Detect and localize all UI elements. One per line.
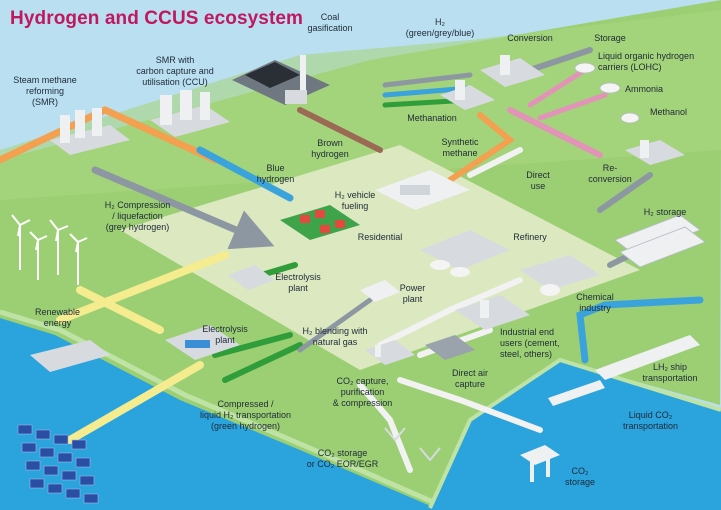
flow-green-transport <box>222 342 303 383</box>
offshore-platform-icon <box>520 445 560 482</box>
label-power-plant: Power plant <box>399 283 426 304</box>
ship-co2-icon <box>548 380 605 406</box>
smr-plant-icon <box>50 108 130 155</box>
power-plant-icon <box>360 280 400 302</box>
flow-synthetic-orange <box>447 112 516 183</box>
electrolysis-plant-bottom-icon <box>165 325 240 360</box>
conversion-plant-icon <box>480 55 545 87</box>
flow-yellow-renewable-1 <box>56 251 229 324</box>
label-electrolysis-plant-top: Electrolysis plant <box>275 272 321 293</box>
reconversion-plant-icon <box>625 140 685 165</box>
label-direct-use: Direct use <box>526 170 550 191</box>
solar-panels <box>17 424 99 504</box>
river-bank <box>0 309 442 508</box>
residential-houses-icon <box>280 205 360 240</box>
label-liquid-co2: Liquid CO₂ transportation <box>622 410 679 431</box>
label-conversion: Conversion <box>507 33 553 43</box>
drilling-rigs-icon <box>384 427 441 462</box>
dam-icon <box>30 340 110 372</box>
flow-lohc-pink <box>527 67 588 108</box>
electrolysis-plant-top-icon <box>228 265 275 290</box>
label-h2-colors: H₂ (green/grey/blue) <box>405 17 475 38</box>
river <box>0 318 440 510</box>
label-h2-storage: H₂ storage <box>643 207 687 217</box>
label-smr-ccu: SMR with carbon capture and utilisation … <box>136 55 214 87</box>
flow-grey-smr <box>0 106 219 164</box>
facilities <box>30 55 706 482</box>
flow-reconversion-grey <box>597 172 653 213</box>
flow-yellow-solar <box>66 361 204 444</box>
flow-white-co2 <box>377 277 523 348</box>
label-co2-capture: CO₂ capture, purification & compression <box>332 376 393 408</box>
flow-yellow-renewable-2 <box>76 286 164 334</box>
flow-green-bottom <box>212 332 293 358</box>
label-residential: Residential <box>357 232 403 242</box>
label-storage: Storage <box>594 33 626 43</box>
label-blue-hydrogen: Blue hydrogen <box>256 163 295 184</box>
page-title: Hydrogen and CCUS ecosystem <box>10 8 304 29</box>
label-synthetic-methane: Synthetic methane <box>441 137 479 158</box>
wind-turbines <box>11 214 88 285</box>
ship-lh2-icon <box>595 335 700 380</box>
flow-conversion-pink <box>507 107 603 158</box>
flow-direct-use <box>467 147 523 178</box>
flow-white-storage <box>357 382 413 473</box>
flow-blue-hydrogen <box>196 146 294 202</box>
flow-white-liquid <box>397 377 543 433</box>
chemical-industry-icon <box>520 255 600 296</box>
label-brown-hydrogen: Brown hydrogen <box>311 138 349 159</box>
label-coal-gasification: Coal gasification <box>307 12 353 33</box>
label-methanation: Methanation <box>407 113 457 123</box>
industrial-plant-icon <box>455 295 530 330</box>
flow-h2-colors-grey <box>382 72 473 88</box>
label-lohc: Liquid organic hydrogen carriers (LOHC) <box>598 51 695 72</box>
sea <box>430 360 721 510</box>
flow-ship-blue <box>576 296 704 364</box>
h2-storage-tanks-icon <box>614 214 706 268</box>
refinery-icon <box>420 230 510 277</box>
label-refinery: Refinery <box>513 232 547 242</box>
flow-grey-blending <box>297 297 373 353</box>
label-chemical-industry: Chemical industry <box>576 292 614 313</box>
label-co2-storage: CO₂ storage <box>564 466 596 487</box>
label-co2-storage-eor: CO₂ storage or CO₂ EOR/EGR <box>306 448 379 469</box>
label-industrial-end-users: Industrial end users (cement, steel, oth… <box>500 327 560 359</box>
label-electrolysis-plant-bottom: Electrolysis plant <box>202 324 248 345</box>
label-h2-blending: H₂ blending with natural gas <box>302 326 368 347</box>
label-smr: Steam methane reforming (SMR) <box>13 75 77 107</box>
flow-grey-compression <box>91 166 275 250</box>
smr-ccu-plant-icon <box>150 90 230 137</box>
label-lh2-ship: LH₂ ship transportation <box>642 362 698 383</box>
label-compressed-transport: Compressed / liquid H₂ transportation (g… <box>199 399 292 431</box>
flow-ammonia-pink <box>537 92 608 121</box>
direct-air-capture-icon <box>425 335 475 360</box>
sea-bank <box>428 357 721 509</box>
coal-plant-icon <box>232 55 330 105</box>
flow-brown-hydrogen <box>297 107 383 153</box>
label-renewable-energy: Renewable energy <box>34 307 81 328</box>
vehicle-fueling-station-icon <box>375 170 470 210</box>
label-reconversion: Re- conversion <box>588 163 632 184</box>
land-far <box>0 10 721 200</box>
label-h2-vehicle-fueling: H₂ vehicle fueling <box>334 190 376 211</box>
label-h2-compression: H₂ Compression / liquefaction (grey hydr… <box>104 200 171 232</box>
methanation-plant-icon <box>440 80 495 110</box>
label-direct-air-capture: Direct air capture <box>451 368 488 389</box>
label-ammonia: Ammonia <box>625 84 664 94</box>
storage-tanks-icon <box>574 62 640 124</box>
label-methanol: Methanol <box>650 107 688 117</box>
co2-capture-plant-icon <box>365 340 415 365</box>
